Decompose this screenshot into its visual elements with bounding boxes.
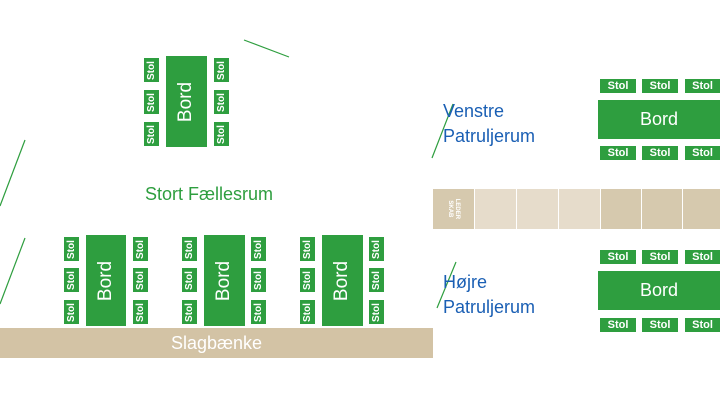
chair-b2-left-1: Stol xyxy=(182,237,197,261)
lederskab-label-line2: SKAB xyxy=(447,200,454,218)
wall-line-left-lower xyxy=(0,237,26,305)
chair-hojre-top-3: Stol xyxy=(685,250,720,264)
room-label-venstre-line1: Venstre xyxy=(443,101,505,121)
chair-b3-left-1: Stol xyxy=(300,237,315,261)
wall-line-top xyxy=(243,39,290,58)
chair-b3-right-1: Stol xyxy=(369,237,384,261)
chair-b1-left-1: Stol xyxy=(64,237,79,261)
chair-venstre-top-1: Stol xyxy=(600,79,636,93)
chair-hojre-bottom-3: Stol xyxy=(685,318,720,332)
lederskab-cabinet: LEDER SKAB xyxy=(433,189,475,229)
room-label-stort-faellesrum: Stort Fællesrum xyxy=(145,184,274,204)
shelf-section-4 xyxy=(601,189,642,229)
wall-line-hojre xyxy=(436,261,457,309)
chair-b2-left-2: Stol xyxy=(182,268,197,292)
chair-venstre-top-3: Stol xyxy=(685,79,720,93)
chair-b3-right-3: Stol xyxy=(369,300,384,324)
shelf-section-6 xyxy=(683,189,720,229)
chair-top-right-1: Stol xyxy=(214,58,229,82)
chair-top-left-1: Stol xyxy=(144,58,159,82)
bench-slagbaenke: Slagbænke xyxy=(0,328,433,358)
shelf-section-1 xyxy=(475,189,517,229)
chair-b1-left-3: Stol xyxy=(64,300,79,324)
chair-b3-right-2: Stol xyxy=(369,268,384,292)
room-label-hojre-line2: Patruljerum xyxy=(443,297,536,318)
lederskab-label: LEDER SKAB xyxy=(447,199,461,219)
chair-b3-left-2: Stol xyxy=(300,268,315,292)
table-top: Bord xyxy=(166,56,207,147)
table-bottom-1: Bord xyxy=(86,235,126,326)
chair-b2-left-3: Stol xyxy=(182,300,197,324)
chair-b1-left-2: Stol xyxy=(64,268,79,292)
chair-hojre-bottom-1: Stol xyxy=(600,318,636,332)
chair-hojre-bottom-2: Stol xyxy=(642,318,678,332)
room-label-venstre-line2: Patruljerum xyxy=(443,126,536,147)
chair-top-right-2: Stol xyxy=(214,90,229,114)
room-label-venstre: Venstre Patruljerum xyxy=(443,99,535,149)
chair-b2-right-2: Stol xyxy=(251,268,266,292)
room-label-hojre: Højre Patruljerum xyxy=(443,270,535,320)
chair-top-left-3: Stol xyxy=(144,122,159,146)
shelf-section-2 xyxy=(517,189,559,229)
table-bottom-2: Bord xyxy=(204,235,245,326)
chair-b3-left-3: Stol xyxy=(300,300,315,324)
chair-b1-right-3: Stol xyxy=(133,300,148,324)
chair-hojre-top-1: Stol xyxy=(600,250,636,264)
chair-top-left-2: Stol xyxy=(144,90,159,114)
wall-line-left-upper xyxy=(0,139,26,207)
table-venstre: Bord xyxy=(598,100,720,139)
table-hojre: Bord xyxy=(598,271,720,310)
shelf-section-5 xyxy=(642,189,683,229)
room-label-hojre-line1: Højre xyxy=(443,272,487,292)
chair-top-right-3: Stol xyxy=(214,122,229,146)
chair-venstre-top-2: Stol xyxy=(642,79,678,93)
chair-b2-right-3: Stol xyxy=(251,300,266,324)
lederskab-label-line1: LEDER xyxy=(454,198,461,220)
chair-venstre-bottom-3: Stol xyxy=(685,146,720,160)
chair-b2-right-1: Stol xyxy=(251,237,266,261)
chair-b1-right-2: Stol xyxy=(133,268,148,292)
wall-line-venstre xyxy=(431,103,454,159)
shelf-section-3 xyxy=(559,189,601,229)
chair-venstre-bottom-1: Stol xyxy=(600,146,636,160)
chair-hojre-top-2: Stol xyxy=(642,250,678,264)
chair-venstre-bottom-2: Stol xyxy=(642,146,678,160)
table-bottom-3: Bord xyxy=(322,235,363,326)
chair-b1-right-1: Stol xyxy=(133,237,148,261)
